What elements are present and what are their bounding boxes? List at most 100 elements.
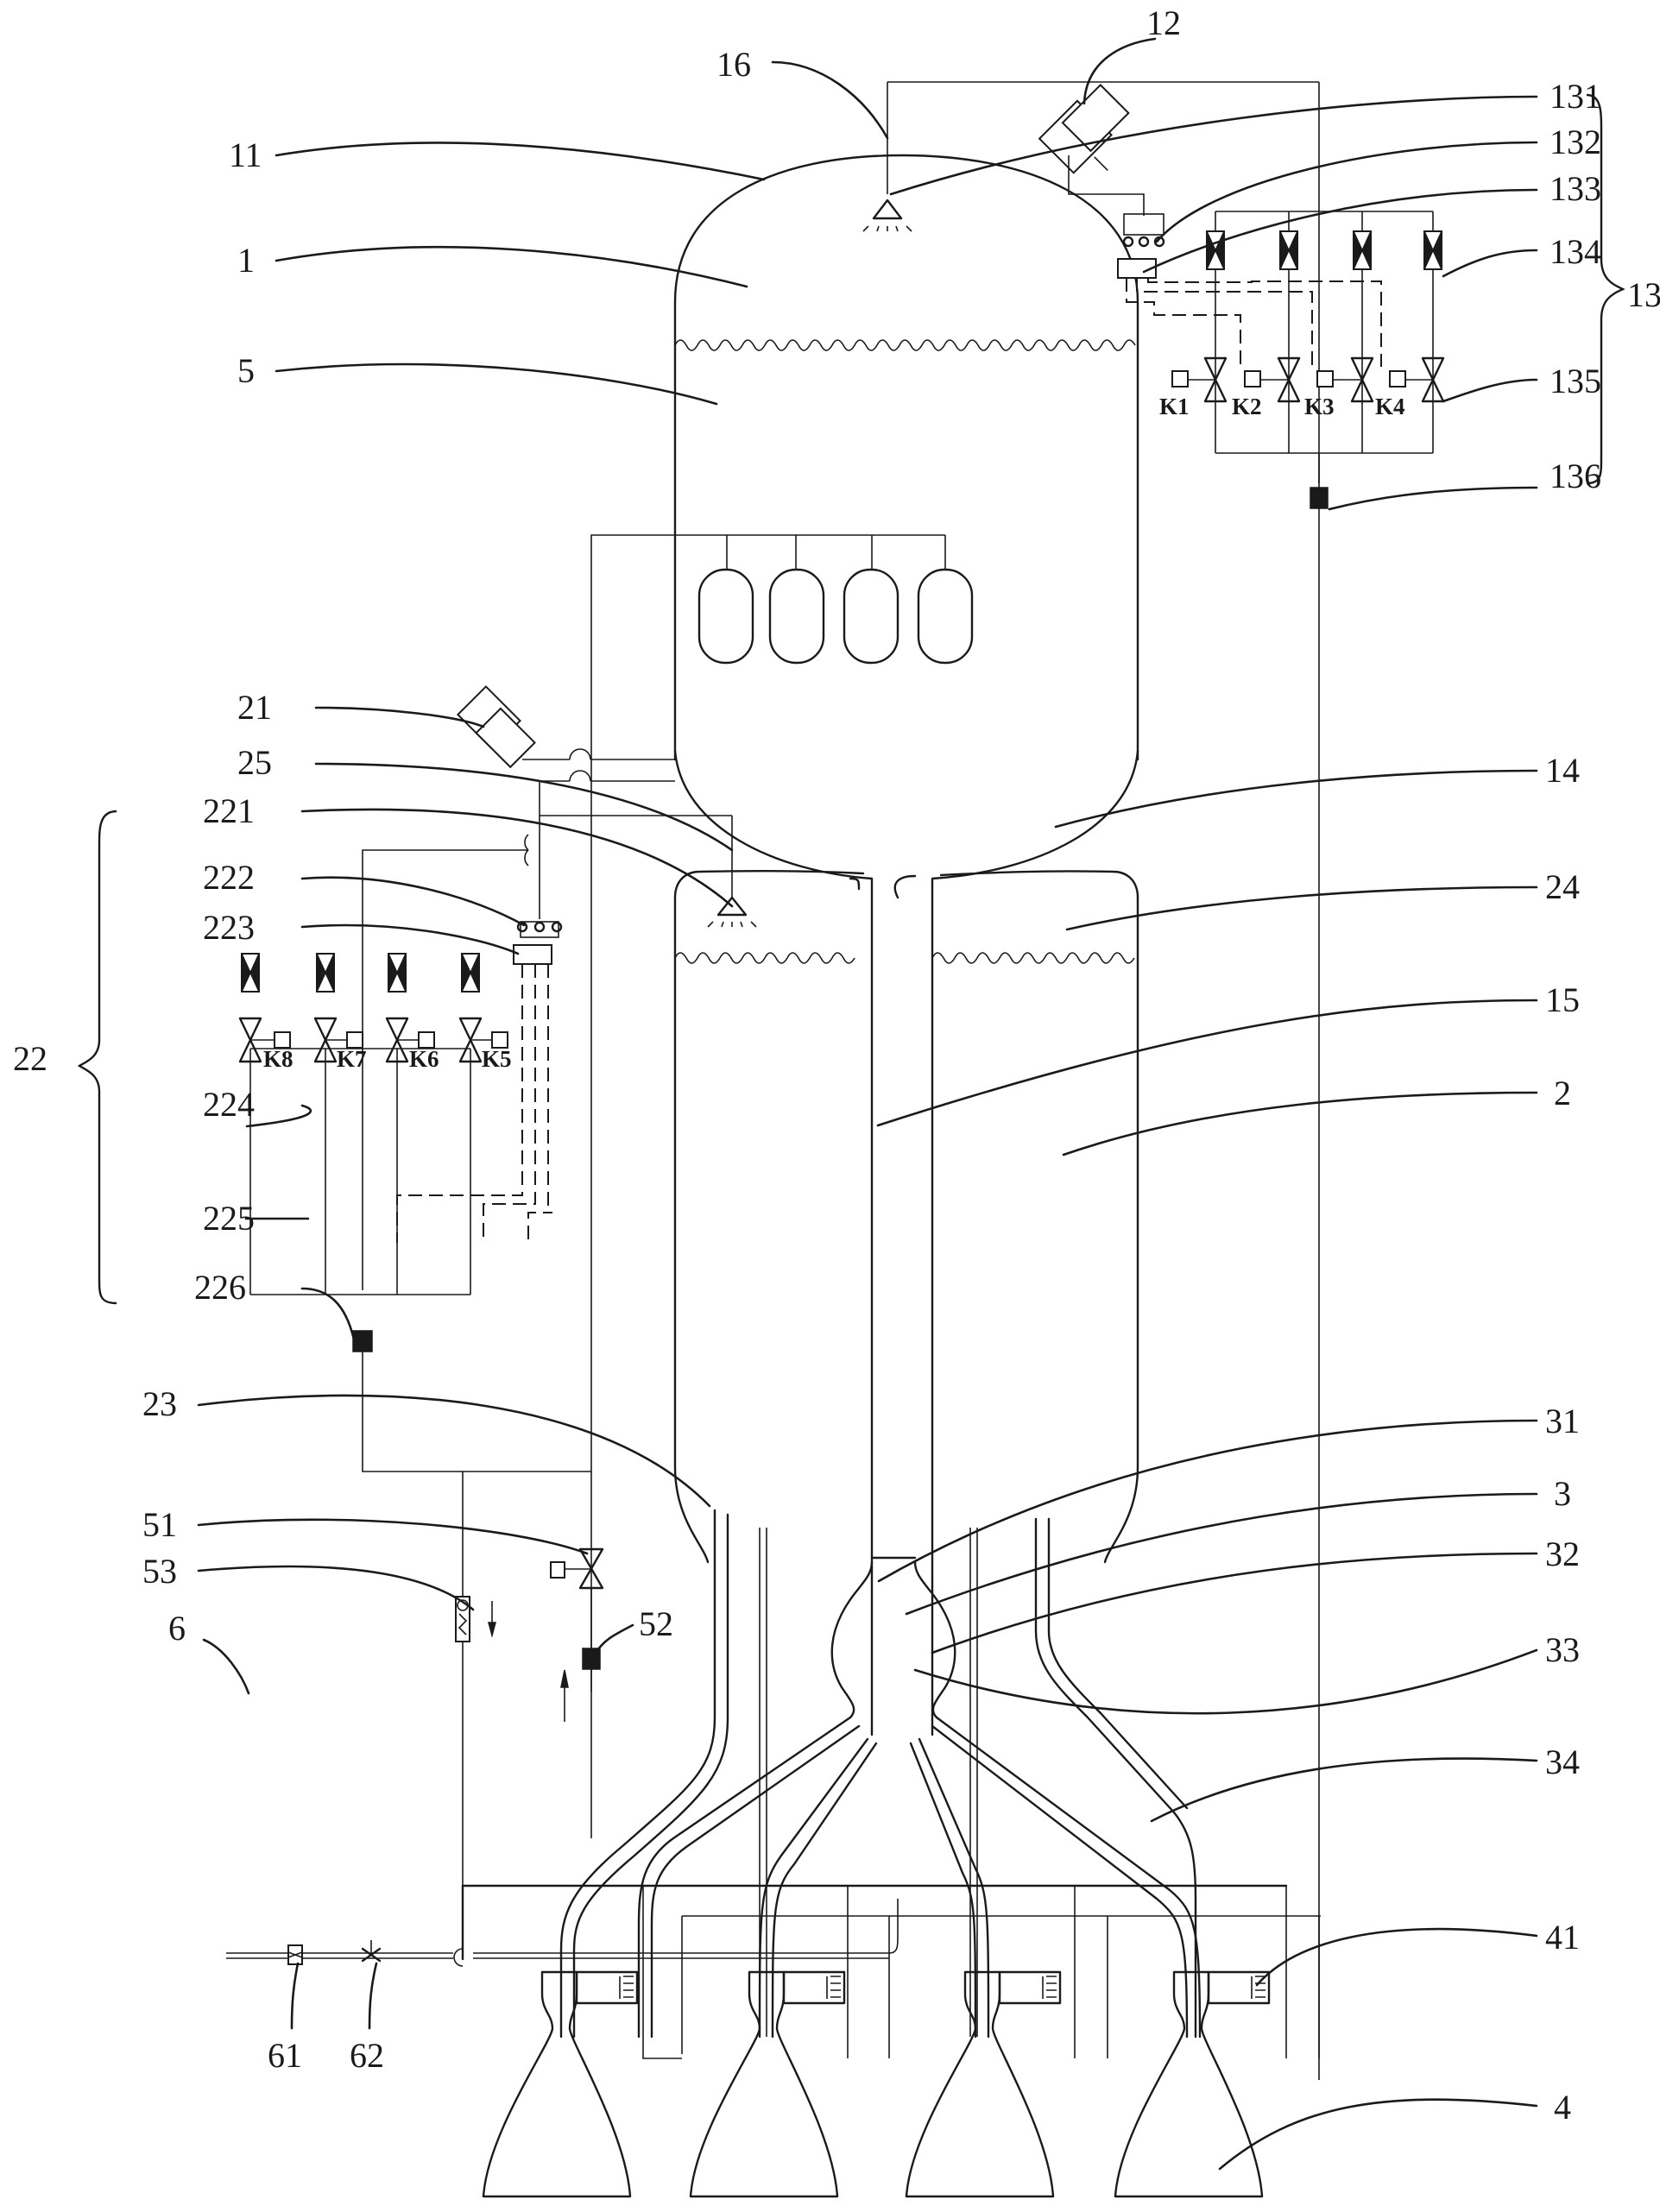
safety-valve-12-icon [1038,84,1130,174]
valve-label-k7: K7 [337,1046,367,1072]
pressurization-system-22: K8 K7 K6 K5 [77,685,732,1472]
label-222: 222 [203,858,255,897]
label-2: 2 [1554,1074,1571,1112]
label-225: 225 [203,1199,255,1238]
label-34: 34 [1545,1743,1580,1781]
valve-label-k2: K2 [1232,394,1262,419]
sensor-132 [1138,236,1150,248]
solenoid-valves-225: K8 K7 K6 K5 [238,1017,512,1072]
label-22: 22 [13,1039,47,1078]
label-62: 62 [350,2036,384,2075]
label-52: 52 [639,1604,673,1643]
gas-bottles-5 [590,534,974,1838]
liquid-level-24-left [674,952,855,964]
label-6: 6 [168,1609,186,1648]
liquid-level-11 [674,339,1136,351]
valve-label-k3: K3 [1304,394,1335,419]
common-bulkhead-left [673,749,874,1736]
common-bulkhead-right [931,749,1139,1736]
manifold-3 [559,1509,1202,2039]
label-41: 41 [1545,1918,1580,1957]
label-131: 131 [1550,77,1601,116]
filter-136 [1310,487,1329,509]
filter-224-icon [241,953,480,993]
label-61: 61 [268,2036,302,2075]
tank-2-right-wall [1103,896,1139,1564]
valve-label-k4: K4 [1375,394,1405,419]
label-23: 23 [142,1384,177,1423]
upper-tank-dome [673,154,1139,761]
controller-223 [513,944,552,965]
solenoid-valves-135: K1 K2 K3 K4 [1159,356,1445,419]
engines-4 [482,1970,1271,2198]
label-21: 21 [237,688,272,727]
spray-head-25-icon [707,816,757,928]
valve-K8 [238,1017,262,1063]
label-133: 133 [1550,169,1601,208]
label-31: 31 [1545,1402,1580,1440]
leader-lines [197,37,1538,2171]
label-16: 16 [716,45,751,84]
flow-arrow-up-icon [560,1669,569,1722]
sensor-222 [551,921,563,933]
label-1: 1 [237,241,255,280]
valve-label-k1: K1 [1159,394,1190,419]
valve-K2 [1277,356,1301,403]
label-5: 5 [237,351,255,390]
pressurization-system-13: K1 K2 K3 K4 [1038,84,1625,509]
gas-bottle [843,568,899,665]
label-4: 4 [1554,2088,1571,2127]
sensor-222 [533,921,546,933]
label-13: 13 [1627,275,1660,314]
gas-bottle [768,568,825,665]
filter-134-icon [1206,230,1442,270]
upper-tank-1 [673,81,1320,2080]
label-134: 134 [1550,232,1601,271]
liquid-level-24-right [931,952,1135,964]
label-53: 53 [142,1552,177,1591]
label-51: 51 [142,1505,177,1544]
tank-2-left-wall [673,896,710,1564]
valve-K6 [385,1017,409,1063]
valve-K3 [1350,356,1374,403]
feed-tube [637,1716,852,2039]
label-3: 3 [1554,1474,1571,1513]
label-25: 25 [237,743,272,782]
filter-226 [352,1330,373,1352]
vent-valve-51 [550,1547,604,1653]
valve-K5 [458,1017,483,1063]
label-32: 32 [1545,1535,1580,1573]
line-6 [226,1899,899,1967]
engine [1114,1970,1271,2198]
label-33: 33 [1545,1630,1580,1669]
valve-K1 [1203,356,1228,403]
sensor-222 [516,921,528,933]
reference-labels: 16 12 131 132 133 134 13 135 136 11 1 5 … [13,3,1660,2127]
valve-K4 [1421,356,1445,403]
label-136: 136 [1550,457,1601,495]
engine [482,1970,639,2198]
label-221: 221 [203,791,255,830]
safety-valve-21-icon [456,685,536,769]
gas-bottle [917,568,974,665]
check-valve-53 [455,1596,470,1642]
label-15: 15 [1545,980,1580,1019]
valve-K7 [313,1017,338,1063]
label-14: 14 [1545,751,1580,790]
label-226: 226 [194,1268,246,1307]
gas-bottle [697,568,754,665]
sensor-132 [1122,236,1134,248]
valve-label-k6: K6 [409,1046,439,1072]
label-135: 135 [1550,362,1601,400]
label-12: 12 [1146,3,1181,42]
label-223: 223 [203,908,255,947]
label-132: 132 [1550,123,1601,161]
engine [905,1970,1062,2198]
label-11: 11 [229,135,262,174]
lower-tank-2 [673,816,1139,1564]
label-24: 24 [1545,867,1580,906]
engine [689,1970,846,2198]
label-224: 224 [203,1085,255,1124]
